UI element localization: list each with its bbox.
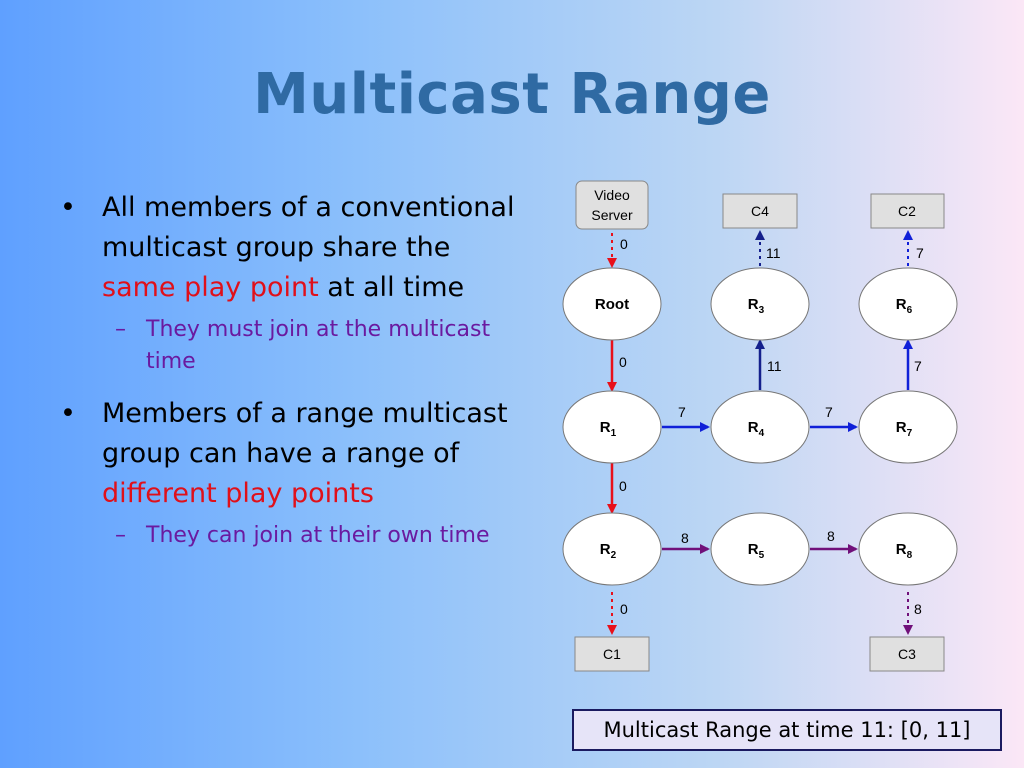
edge-label-r1-r2: 0 <box>619 478 627 494</box>
node-label-root: Root <box>595 296 629 313</box>
edge-label-server-root: 0 <box>620 236 628 252</box>
client-box-c4 <box>722 193 798 229</box>
bullet-1-text-a: All members of a conventional multicast … <box>102 192 515 263</box>
client-box-c1 <box>574 636 650 672</box>
node-r5 <box>710 512 810 586</box>
slide-title: Multicast Range <box>253 62 771 127</box>
node-label-r3: R3 <box>748 296 765 316</box>
edge-label-r8-c3: 8 <box>914 601 922 617</box>
bullet-marker: • <box>60 192 76 223</box>
bullet-1-text-b: at all time <box>318 272 465 303</box>
client-box-c3 <box>869 636 945 672</box>
node-label-r6: R6 <box>896 296 913 316</box>
edge-label-r3-c4: 11 <box>766 245 781 261</box>
bullet-2-highlight: different play points <box>102 478 374 509</box>
edge-label-root-r1: 0 <box>619 354 627 370</box>
node-label-r2: R2 <box>600 541 617 561</box>
client-box-c2 <box>870 193 945 229</box>
node-r4 <box>710 390 810 464</box>
node-label-r8: R8 <box>896 541 913 561</box>
caption-box: Multicast Range at time 11: [0, 11] <box>572 709 1002 751</box>
edge-label-r4-r7: 7 <box>825 404 833 420</box>
client-label-c2: C2 <box>898 203 916 219</box>
edge-label-r1-r4: 7 <box>678 404 686 420</box>
edge-label-r5-r8: 8 <box>827 528 835 544</box>
video-server-label-1: Video <box>594 187 630 203</box>
node-label-r1: R1 <box>600 419 617 439</box>
sub-bullet-1-text: They must join at the multicast time <box>146 317 491 374</box>
node-r8 <box>858 512 958 586</box>
node-r2 <box>562 512 662 586</box>
sub-bullet-2-text: They can join at their own time <box>146 523 490 548</box>
bullet-1-highlight: same play point <box>102 272 319 303</box>
node-label-r4: R4 <box>748 419 765 439</box>
node-r6 <box>858 267 958 341</box>
edge-label-r2-c1: 0 <box>620 601 628 617</box>
edge-label-r2-r5: 8 <box>681 530 689 546</box>
node-label-r5: R5 <box>748 541 765 561</box>
node-root <box>562 267 662 341</box>
bullet-item-2: • Members of a range multicast group can … <box>60 394 520 514</box>
node-r1 <box>562 390 662 464</box>
client-label-c1: C1 <box>603 646 621 662</box>
video-server-label-2: Server <box>591 207 633 223</box>
edge-label-r6-c2: 7 <box>916 245 924 261</box>
video-server-box <box>575 180 649 230</box>
node-label-r7: R7 <box>896 419 913 439</box>
client-label-c4: C4 <box>751 203 769 219</box>
node-r7 <box>858 390 958 464</box>
bullet-marker: • <box>60 398 76 429</box>
edge-label-r7-r6: 7 <box>914 358 922 374</box>
client-label-c3: C3 <box>898 646 916 662</box>
edge-label-r4-r3: 11 <box>767 358 782 374</box>
bullet-list: • All members of a conventional multicast… <box>60 188 520 568</box>
node-r3 <box>710 267 810 341</box>
sub-bullet-marker: – <box>115 317 126 342</box>
bullet-2-text-a: Members of a range multicast group can h… <box>102 398 508 469</box>
sub-bullet-2: –They can join at their own time <box>60 520 520 552</box>
sub-bullet-1: –They must join at the multicast time <box>60 314 520 378</box>
bullet-item-1: • All members of a conventional multicast… <box>60 188 520 308</box>
sub-bullet-marker: – <box>115 523 126 548</box>
